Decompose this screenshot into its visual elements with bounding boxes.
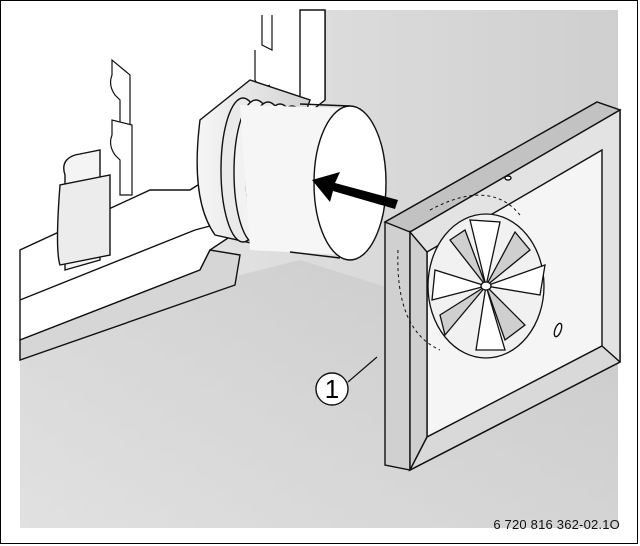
fan-wheel	[427, 213, 546, 359]
appliance-body	[19, 9, 326, 361]
figure-reference: 6 720 816 362-02.1O	[493, 517, 620, 532]
mounting-bracket	[109, 15, 273, 196]
callout-1: 1	[315, 356, 378, 406]
insertion-arrow	[312, 172, 398, 209]
flexible-duct	[196, 79, 387, 261]
callout-number: 1	[325, 374, 339, 404]
